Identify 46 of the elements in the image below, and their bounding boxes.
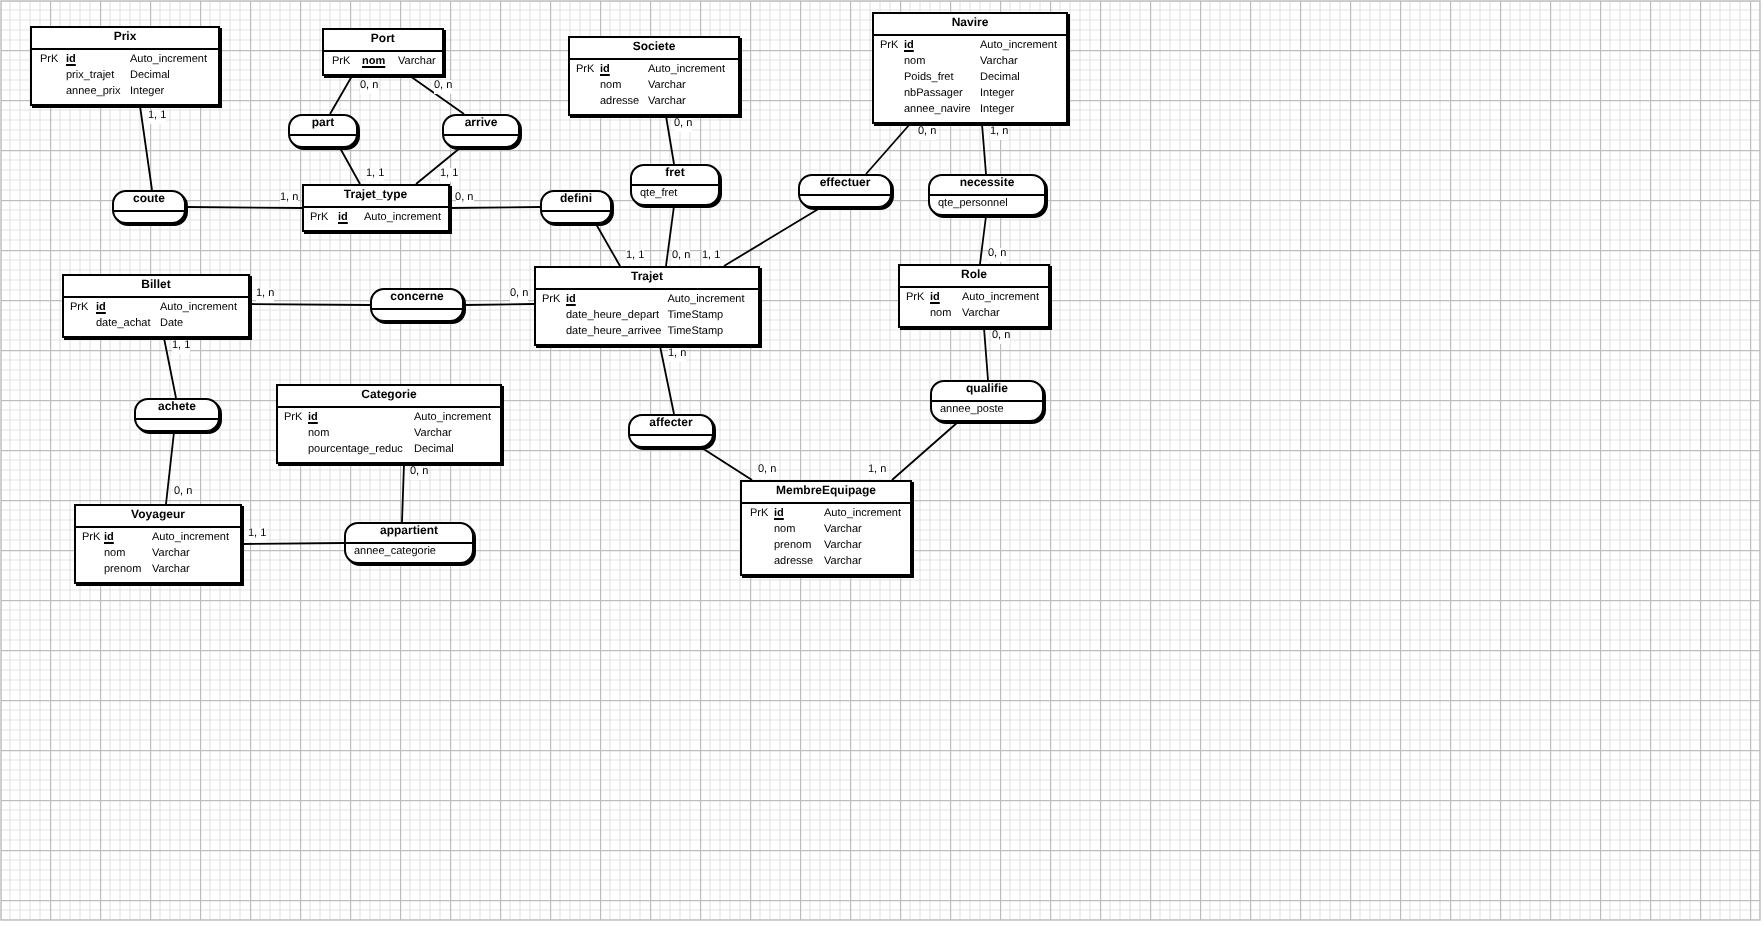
connector-line xyxy=(415,147,461,185)
connector-line xyxy=(329,75,353,115)
connector-line xyxy=(339,147,361,185)
connector-line xyxy=(891,421,959,481)
connector-line xyxy=(409,75,465,115)
entity-box xyxy=(740,480,912,576)
relationship-pill xyxy=(630,164,720,206)
relationship-pill xyxy=(628,414,714,448)
connector-line xyxy=(983,327,989,381)
connector-line xyxy=(665,205,675,267)
connector-line xyxy=(249,303,371,306)
relationship-pill xyxy=(344,522,474,564)
connector-line xyxy=(595,223,621,267)
entity-box xyxy=(276,384,502,464)
connector-line xyxy=(979,215,987,265)
connector-line xyxy=(401,463,405,523)
connector-line xyxy=(241,542,345,545)
connector-line xyxy=(463,303,535,306)
entity-box xyxy=(898,264,1050,328)
connector-line xyxy=(665,115,675,165)
entity-box xyxy=(322,28,444,76)
relationship-pill xyxy=(442,114,520,148)
connector-line xyxy=(185,206,303,209)
connector-line xyxy=(659,345,675,415)
relationship-pill xyxy=(798,174,892,208)
entity-box xyxy=(302,184,450,232)
connector-line xyxy=(981,123,987,175)
connector-line xyxy=(865,123,911,175)
relationship-pill xyxy=(930,380,1044,422)
entity-box xyxy=(568,36,740,116)
relationship-pill xyxy=(370,288,464,322)
entity-box xyxy=(74,504,242,584)
connector-line xyxy=(163,337,177,399)
relationship-pill xyxy=(540,190,612,224)
connector-line xyxy=(723,207,821,267)
entity-box xyxy=(534,266,760,346)
connector-line xyxy=(165,431,175,505)
entity-box xyxy=(872,12,1068,124)
relationship-pill xyxy=(288,114,358,148)
connector-line xyxy=(448,206,541,209)
relationship-pill xyxy=(112,190,186,224)
relationship-pill xyxy=(928,174,1046,216)
entity-box xyxy=(62,274,250,338)
entity-box xyxy=(30,26,220,106)
relationship-pill xyxy=(134,398,220,432)
connector-line xyxy=(139,105,153,191)
